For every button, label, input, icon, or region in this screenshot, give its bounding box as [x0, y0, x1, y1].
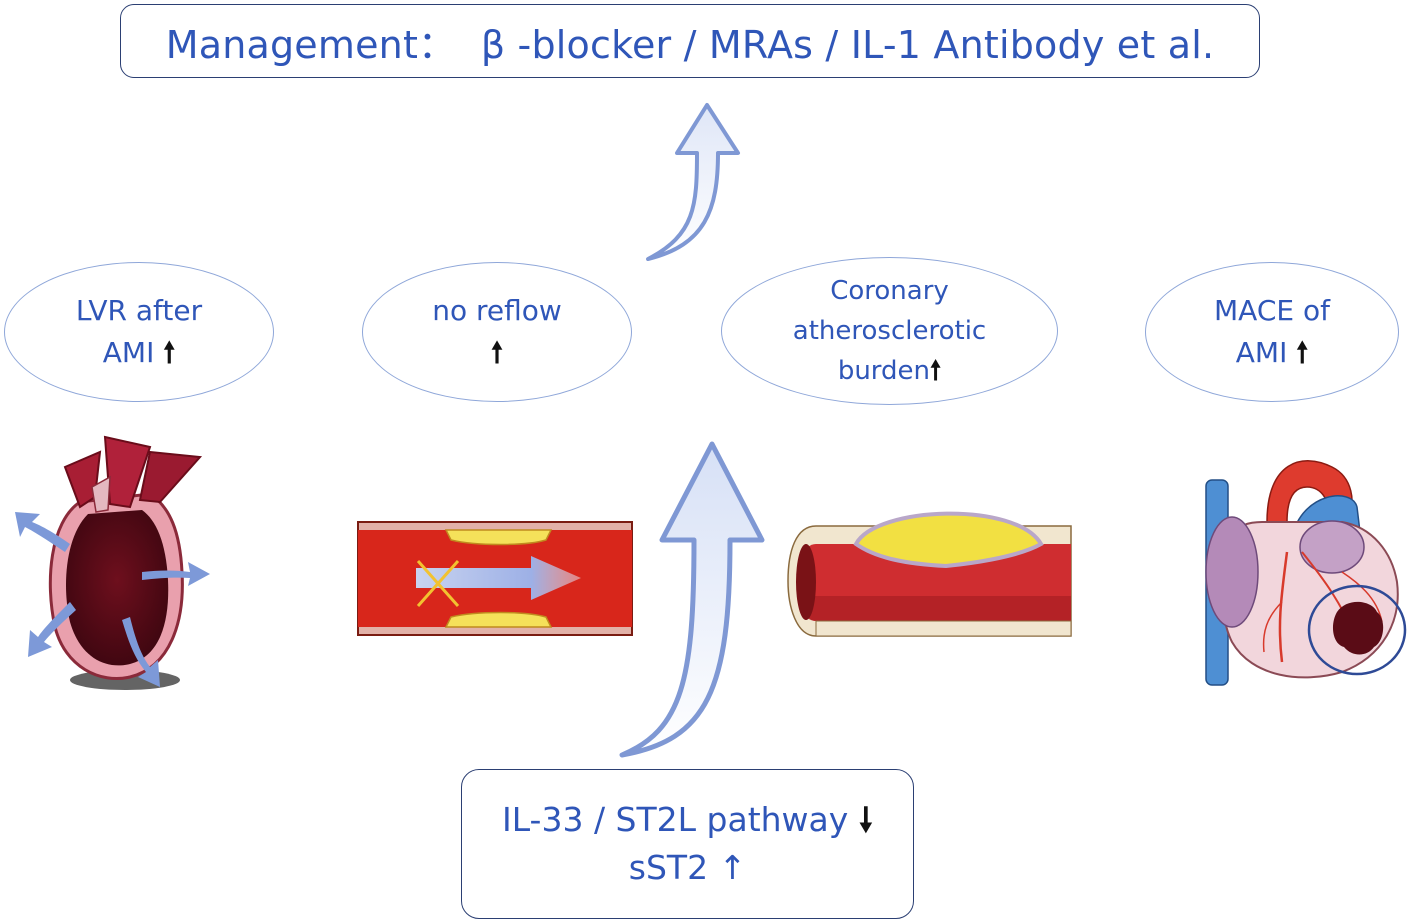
outcome-lvr-line2: AMI: [102, 336, 155, 369]
infarcted-heart-icon: [1205, 460, 1407, 686]
increase-arrow-icon: 🠕: [490, 336, 503, 369]
outcome-coronary-line3: burden: [837, 356, 931, 386]
increase-arrow-icon: 🠕: [930, 356, 942, 386]
plaque-artery-icon: [787, 511, 1072, 637]
outcome-mace-line2: AMI: [1235, 336, 1288, 369]
decrease-arrow-icon: 🠗: [858, 800, 873, 839]
no-reflow-vessel-icon: [357, 521, 633, 636]
increase-arrow-icon: ↑: [718, 848, 747, 887]
outcome-lvr: LVR after AMI 🠕: [4, 262, 274, 402]
outcome-lvr-line1: LVR after: [75, 294, 203, 327]
outcome-mace-line1: MACE of: [1214, 294, 1330, 327]
pathway-line2: sST2: [628, 848, 709, 887]
outcome-no-reflow-line1: no reflow: [432, 294, 562, 327]
outcome-no-reflow: no reflow 🠕: [362, 262, 632, 402]
management-text: Management： β -blocker / MRAs / IL-1 Ant…: [166, 14, 1215, 69]
curved-arrow-up-bottom: [619, 441, 765, 758]
increase-arrow-icon: 🠕: [1296, 336, 1309, 369]
outcome-coronary-line2: atherosclerotic: [792, 316, 987, 346]
pathway-line1: IL-33 / ST2L pathway: [502, 800, 849, 839]
outcome-coronary-burden: Coronary atherosclerotic burden🠕: [721, 257, 1058, 405]
management-box: Management： β -blocker / MRAs / IL-1 Ant…: [120, 4, 1260, 78]
curved-arrow-up-top: [646, 103, 740, 261]
outcome-coronary-line1: Coronary: [830, 276, 949, 306]
heart-remodeling-icon: [15, 435, 210, 690]
management-label: Management：: [165, 22, 457, 67]
increase-arrow-icon: 🠕: [163, 336, 176, 369]
outcome-mace: MACE of AMI 🠕: [1145, 262, 1399, 402]
management-drugs: β -blocker / MRAs / IL-1 Antibody et al.: [480, 22, 1215, 67]
pathway-box: IL-33 / ST2L pathway 🠗 sST2 ↑: [461, 769, 914, 919]
